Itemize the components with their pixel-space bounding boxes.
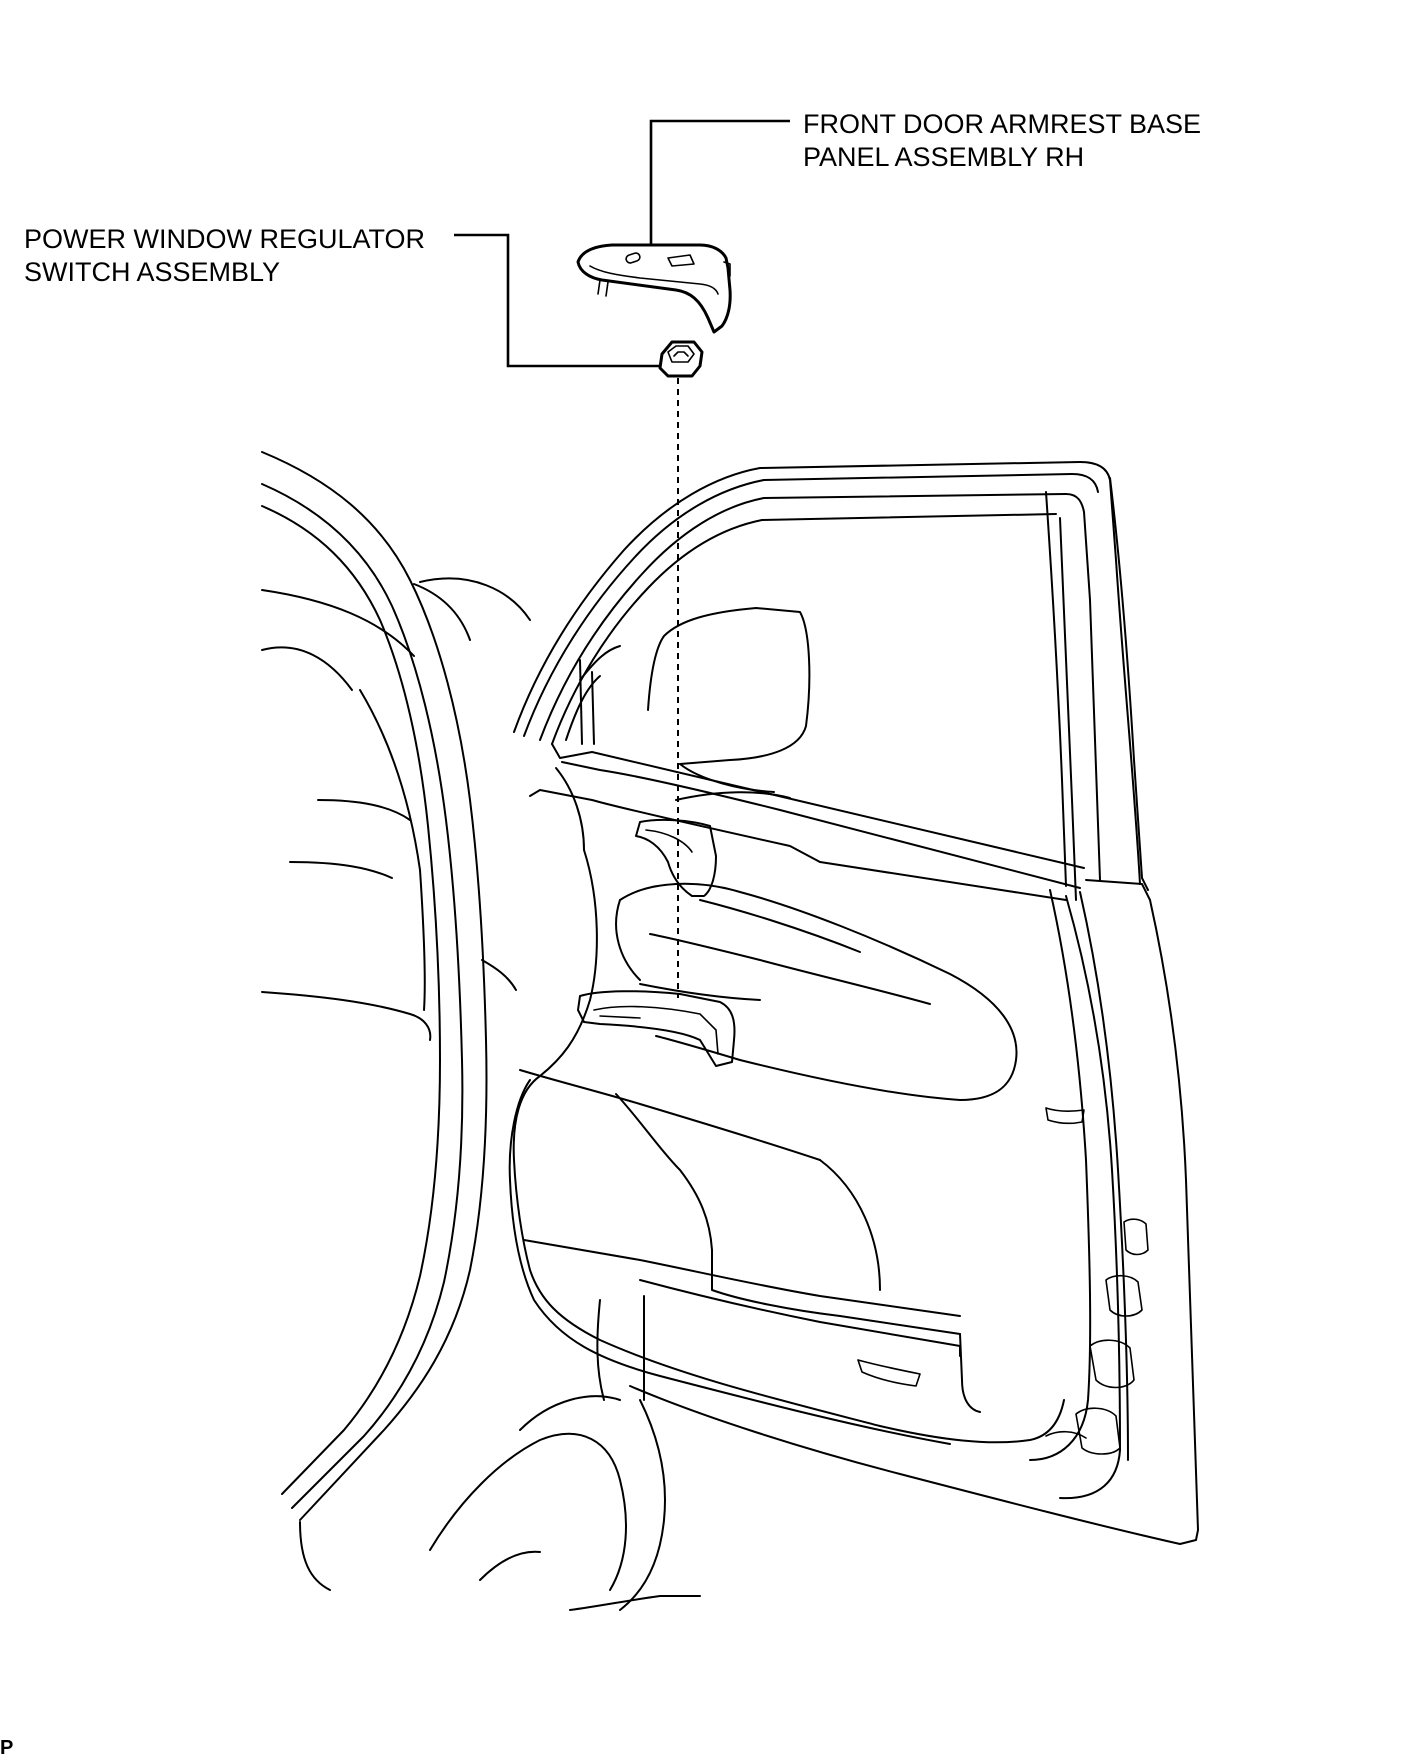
power-window-switch-label: POWER WINDOW REGULATOR SWITCH ASSEMBLY xyxy=(24,223,425,289)
armrest-base-panel-part xyxy=(576,243,732,334)
vehicle-lower-body xyxy=(429,1395,701,1611)
vehicle-body-pillar xyxy=(261,451,531,1591)
armrest-label-line-2: PANEL ASSEMBLY RH xyxy=(803,142,1085,172)
switch-leader-line xyxy=(454,233,660,368)
switch-label-line-2: SWITCH ASSEMBLY xyxy=(24,257,281,287)
switch-label-line-1: POWER WINDOW REGULATOR xyxy=(24,224,426,254)
power-window-switch-part xyxy=(658,340,704,378)
figure-code: P xyxy=(0,1737,14,1759)
armrest-switch-pocket xyxy=(577,990,736,1067)
armrest-leader-line xyxy=(649,119,790,245)
front-door-rh xyxy=(508,461,1199,1545)
inner-door-handle xyxy=(635,818,717,897)
armrest-base-panel-label: FRONT DOOR ARMREST BASE PANEL ASSEMBLY R… xyxy=(803,108,1201,174)
armrest-label-line-1: FRONT DOOR ARMREST BASE xyxy=(803,109,1202,139)
